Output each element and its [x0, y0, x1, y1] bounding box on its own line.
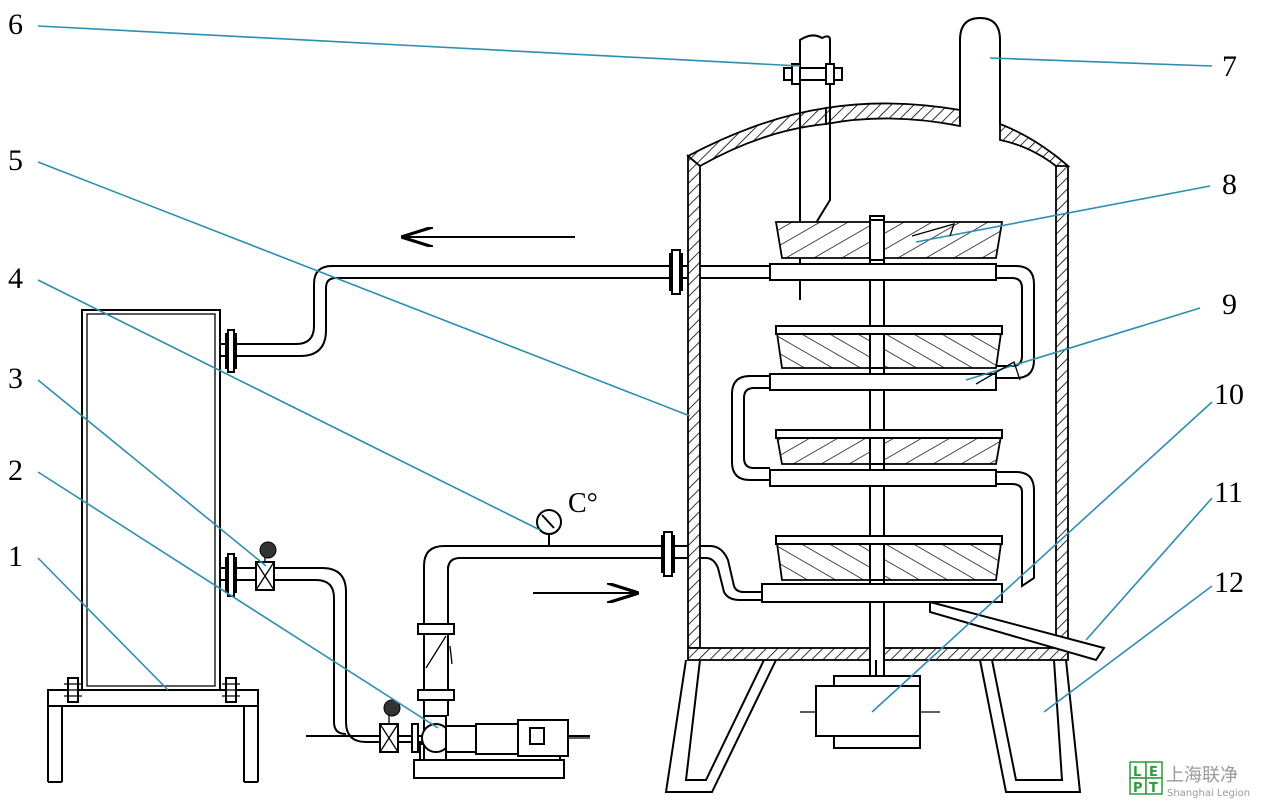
leader-2 — [37, 471, 439, 729]
logo-letter-e: E — [1149, 765, 1158, 780]
exhaust-pipe — [783, 34, 843, 300]
callout-11: 11 — [1214, 476, 1243, 509]
return-pipe — [220, 237, 770, 373]
stand-bolt-right — [222, 677, 240, 703]
serpentine-pipe — [731, 265, 1035, 588]
leader-1 — [37, 557, 169, 691]
callout-10: 10 — [1214, 378, 1244, 411]
callout-9: 9 — [1222, 288, 1237, 321]
valve-3 — [255, 541, 277, 591]
leader-4 — [37, 279, 541, 531]
valve-handwheel-icon — [259, 541, 277, 559]
leader-5 — [37, 161, 691, 417]
tray-2 — [769, 325, 1004, 391]
logo-letter-l: L — [1133, 765, 1141, 780]
tray-4 — [761, 535, 1004, 603]
brand-logo-icon: L E P T — [1129, 761, 1163, 796]
vent-pipe — [959, 16, 1001, 124]
brand-name-cn: 上海联净 — [1166, 765, 1238, 786]
leader-11 — [1085, 497, 1213, 641]
callout-8: 8 — [1222, 168, 1237, 201]
callout-5: 5 — [8, 144, 23, 177]
supply-pipe — [220, 553, 590, 743]
logo-letter-t: T — [1149, 781, 1158, 796]
brand-name-en: Shanghai Legion — [1167, 788, 1250, 799]
logo-letter-p: P — [1133, 781, 1143, 796]
stand-bolt-left — [64, 677, 82, 703]
callout-1: 1 — [8, 540, 23, 573]
leader-10 — [871, 401, 1213, 713]
leader-7 — [989, 57, 1213, 67]
leader-6 — [37, 25, 801, 67]
callout-7: 7 — [1222, 50, 1237, 83]
valve-handwheel-icon — [383, 699, 401, 717]
brand-watermark: L E P T 上海联净 Shanghai Legion — [1129, 761, 1250, 799]
storage-tank — [47, 309, 259, 783]
drive-motor — [800, 660, 940, 749]
feed-pipe — [423, 531, 770, 600]
callout-3: 3 — [8, 362, 23, 395]
callout-6: 6 — [8, 8, 23, 41]
leader-9 — [965, 307, 1201, 381]
callout-4: 4 — [8, 262, 23, 295]
callout-numbers: 1 2 3 4 5 6 7 8 9 10 11 12 — [8, 8, 1244, 599]
callout-2: 2 — [8, 454, 23, 487]
tray-1 — [769, 219, 1004, 281]
tray-3 — [769, 429, 1004, 487]
callout-12: 12 — [1214, 566, 1244, 599]
leader-12 — [1043, 585, 1213, 713]
leader-lines — [37, 25, 1213, 729]
leader-3 — [37, 379, 267, 567]
leader-8 — [915, 185, 1211, 243]
temperature-gauge: C° — [536, 488, 598, 546]
circulation-pump — [413, 566, 590, 779]
gauge-unit-label: C° — [568, 488, 598, 519]
discharge-chute — [929, 600, 1106, 662]
valve-2 — [379, 699, 419, 753]
